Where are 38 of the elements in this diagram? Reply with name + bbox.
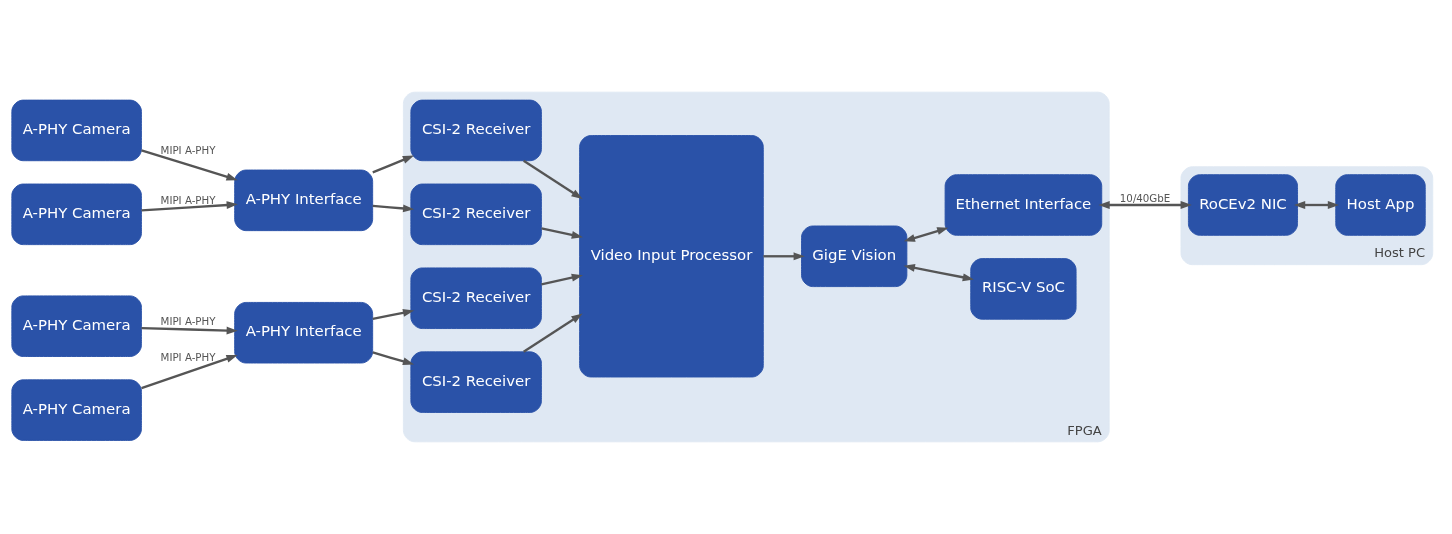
arrow (1098, 201, 1192, 209)
arrow (372, 351, 415, 366)
arrow (541, 273, 583, 286)
arrow (523, 159, 583, 200)
node-box: CSI-2 Receiver (410, 351, 542, 413)
arrow (372, 155, 414, 174)
arrow (903, 227, 949, 242)
arrow (141, 326, 238, 335)
edge-label: MIPI A-PHY (160, 193, 216, 206)
arrow (1294, 201, 1340, 209)
arrow (763, 252, 805, 261)
node-box: Video Input Processor (579, 135, 764, 378)
node-box: RoCEv2 NIC (1187, 174, 1298, 236)
arrow (372, 308, 415, 321)
node-box: Ethernet Interface (944, 174, 1103, 236)
node-box: A-PHY Camera (11, 183, 142, 246)
node-box: A-PHY Camera (11, 295, 142, 357)
node-box: Host App (1335, 174, 1426, 236)
node-box: A-PHY Interface (234, 169, 374, 232)
node-box: A-PHY Camera (11, 99, 142, 162)
arrow (141, 149, 238, 181)
node-box: RISC-V SoC (970, 258, 1077, 320)
edge-label: 10/40GbE (1119, 192, 1171, 205)
edge-label: MIPI A-PHY (160, 351, 216, 364)
node-box: CSI-2 Receiver (410, 183, 542, 246)
arrow (903, 264, 974, 282)
node-box: A-PHY Interface (234, 301, 374, 364)
node-box: GigE Vision (801, 225, 908, 288)
arrow (523, 313, 583, 353)
edge-label: MIPI A-PHY (160, 144, 216, 157)
arrow (372, 204, 415, 213)
arrow (541, 227, 583, 239)
node-box: CSI-2 Receiver (410, 99, 542, 162)
node-box: CSI-2 Receiver (410, 267, 542, 329)
node-box: A-PHY Camera (11, 379, 142, 441)
edge-label: MIPI A-PHY (160, 315, 216, 328)
arrow (141, 201, 238, 212)
arrow (141, 355, 238, 390)
